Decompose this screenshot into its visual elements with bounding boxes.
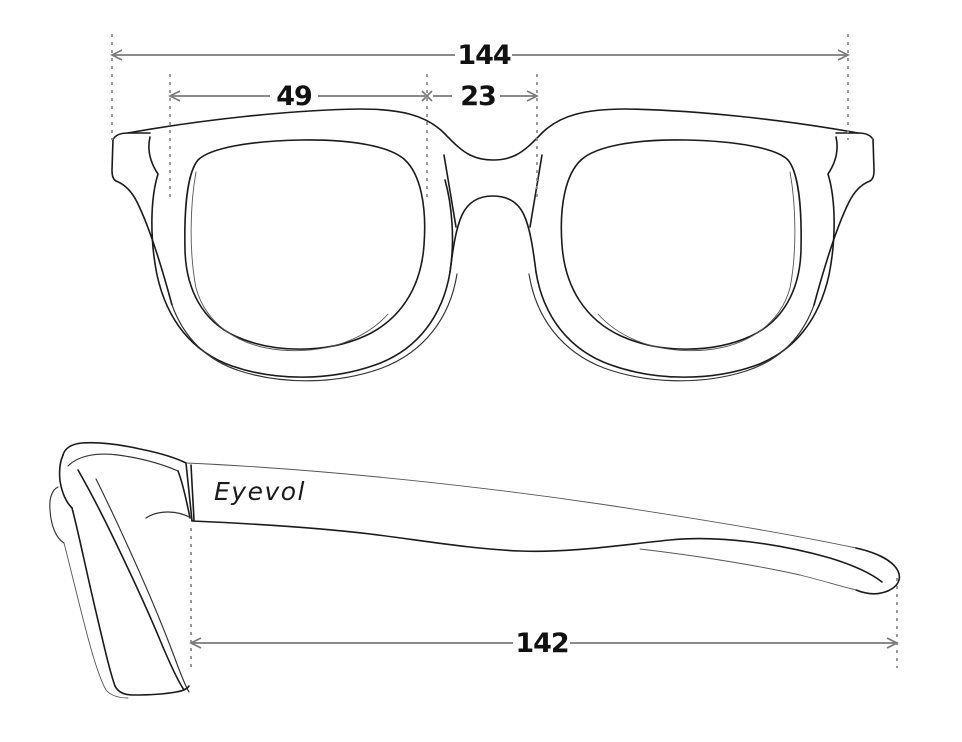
bridge-tick-right [529, 154, 543, 228]
right-lens-opening [560, 139, 802, 350]
left-rim-outer-lower [171, 273, 458, 382]
left-endpiece-top [113, 132, 151, 139]
hinge-inner-edge [177, 470, 191, 519]
tick-cross-center [421, 90, 433, 102]
side-frame-bottom-tip [114, 685, 190, 696]
front-view-dimensions: 144 49 23 [110, 34, 850, 200]
right-lens-inner-shadow [597, 171, 796, 352]
dimension-label-bridge-width: 23 [460, 81, 496, 112]
right-rim-outer [535, 136, 838, 378]
arrow-head-144-right [837, 49, 850, 61]
side-front-outer-upper [58, 454, 73, 509]
left-lens-inner-shadow [190, 171, 389, 352]
side-front-outer-lower [71, 507, 116, 687]
dimension-temple-length: 142 [189, 628, 899, 659]
right-endpiece-lower [813, 180, 871, 306]
bridge-top [469, 154, 517, 161]
side-nosepad-lower [63, 542, 107, 691]
right-brow-outer [515, 108, 859, 156]
dimension-label-lens-width: 49 [276, 81, 312, 112]
right-endpiece-top [835, 132, 873, 139]
arrow-head-142-left [189, 637, 202, 649]
brand-divider [190, 464, 195, 521]
arrow-head-144-left [110, 49, 123, 61]
left-endpiece-outer [111, 138, 117, 182]
temple-tip [855, 547, 901, 595]
front-view [111, 108, 875, 382]
side-front-top-edge [62, 441, 187, 464]
dimension-total-width: 144 [110, 40, 850, 71]
bridge-arch [449, 195, 537, 273]
temple-lower-hair [639, 548, 801, 576]
side-rim-descender [77, 469, 185, 691]
arrow-head-49-left [168, 90, 181, 102]
temple-bottom-edge [191, 520, 883, 583]
side-frame-bottom-hair [105, 689, 129, 699]
hinge-lower-cap [167, 511, 192, 519]
dimension-label-temple-length: 142 [515, 628, 568, 659]
dimension-label-total-width: 144 [457, 40, 511, 71]
hinge-divider-line [185, 462, 193, 522]
side-rim-descender-inner [95, 478, 190, 693]
left-brow-outer [127, 108, 471, 156]
side-nosepad-arc [49, 486, 65, 544]
brand-name-label: Eyevol [214, 477, 306, 506]
right-endpiece-outer [869, 138, 875, 182]
hinge-lower-cap-left [145, 511, 169, 519]
arrow-head-23-right [526, 90, 539, 102]
side-view-dimensions: 142 [189, 528, 899, 668]
left-rim-outer [148, 136, 454, 378]
side-view: Eyevol [49, 441, 901, 699]
bridge-tick-left [443, 154, 457, 228]
dimension-bridge-width: 23 [433, 81, 539, 112]
arrow-head-142-right [886, 637, 899, 649]
right-rim-outer-lower [528, 273, 815, 382]
left-endpiece-lower [115, 180, 173, 306]
left-lens-opening [184, 139, 426, 350]
side-front-top-inner [67, 453, 179, 472]
dimension-lens-width: 49 [168, 81, 433, 112]
temple-top-edge [185, 462, 857, 549]
temple-tip-underline [799, 574, 857, 591]
